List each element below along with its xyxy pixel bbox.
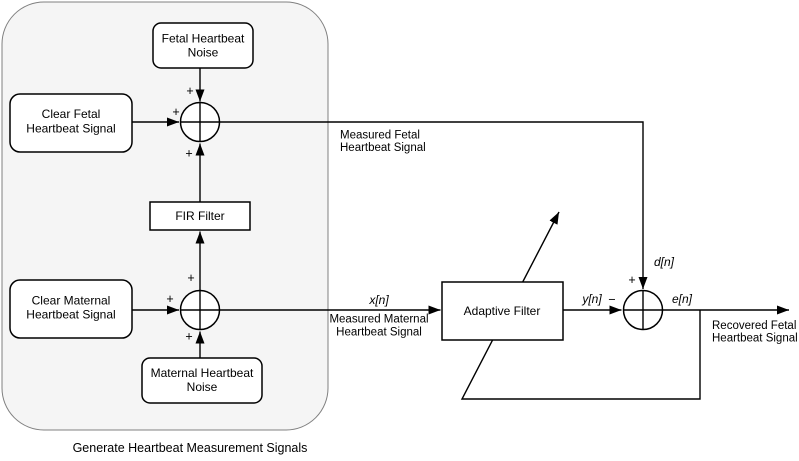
block-adaptive-filter: Adaptive Filter [441,281,564,341]
error-sum-minus-sign: − [608,293,615,307]
label-x-n: x[n] [368,293,389,307]
clear-maternal-box [9,279,133,339]
maternal-sum-left-plus-sign: + [166,292,173,306]
block-fir-filter: FIR Filter [149,201,251,231]
fir-filter-label: FIR Filter [175,209,224,223]
wire-fetal-sum-to-error-sum [219,121,648,289]
label-y-n: y[n] [581,292,602,306]
maternal-sum-bottom-plus-sign: + [185,330,192,344]
sum-junction-fetal [179,101,221,143]
error-sum-plus-sign: + [628,273,635,287]
fetal-noise-box [152,22,254,69]
label-e-n: e[n] [672,292,693,306]
fetal-sum-top-plus-sign: + [186,84,193,98]
label-d-n: d[n] [654,255,675,269]
fetal-sum-bottom-plus-sign: + [185,147,192,161]
clear-fetal-box [9,93,133,153]
maternal-noise-box [141,357,263,404]
adaptive-filter-label: Adaptive Filter [464,304,541,318]
sum-junction-error [622,289,664,331]
generator-group-caption: Generate Heartbeat Measurement Signals [73,441,308,455]
maternal-sum-top-plus-sign: + [187,271,194,285]
fetal-sum-left-plus-sign: + [172,105,179,119]
sum-junction-maternal [179,289,221,331]
adaptive-filter-box [441,281,564,341]
fir-filter-box [149,201,251,231]
